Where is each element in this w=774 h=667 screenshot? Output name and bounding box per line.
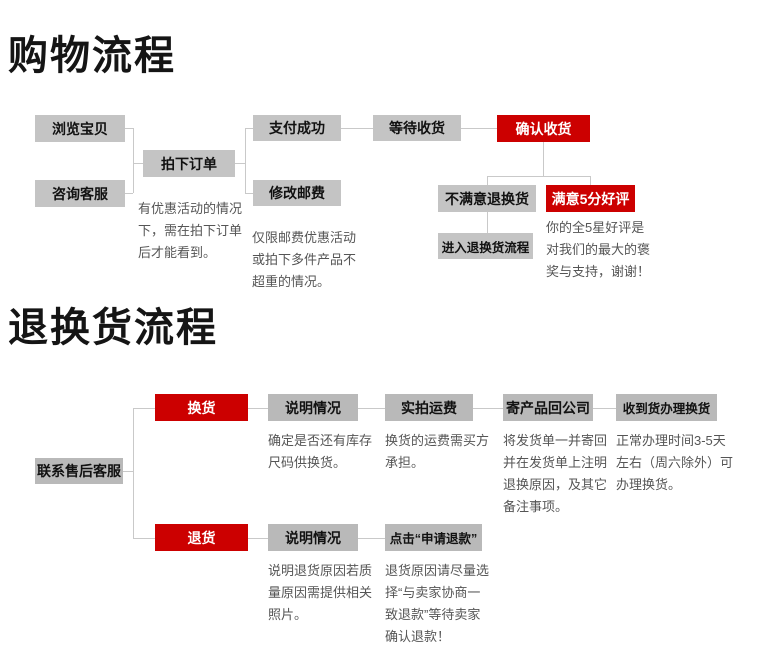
- connector-line: [590, 176, 591, 185]
- node-send-product-back: 寄产品回公司: [503, 394, 593, 421]
- shopping-flow-title: 购物流程: [8, 34, 176, 78]
- connector-line: [245, 193, 253, 194]
- connector-line: [245, 128, 246, 193]
- connector-line: [133, 538, 155, 539]
- node-consult-service: 咨询客服: [35, 180, 125, 207]
- node-confirm-receipt: 确认收货: [497, 115, 590, 142]
- node-click-apply-refund: 点击“申请退款”: [385, 524, 482, 551]
- node-return: 退货: [155, 524, 248, 551]
- connector-line: [461, 128, 497, 129]
- note-place-order: 有优惠活动的情况 下，需在拍下订单 后才能看到。: [138, 201, 243, 260]
- connector-line: [133, 163, 143, 164]
- note-explain-return: 说明退货原因若质 量原因需提供相关 照片。: [268, 563, 373, 622]
- connector-line: [358, 408, 385, 409]
- connector-line: [133, 408, 155, 409]
- connector-line: [125, 193, 133, 194]
- note-shipping-fee: 换货的运费需买方 承担。: [385, 433, 490, 470]
- connector-line: [248, 538, 268, 539]
- connector-line: [543, 142, 544, 176]
- note-process-exchange: 正常办理时间3-5天 左右（周六除外）可 办理换货。: [616, 433, 734, 492]
- node-actual-shipping-fee: 实拍运费: [385, 394, 473, 421]
- connector-line: [235, 163, 245, 164]
- note-explain-exchange: 确定是否还有库存 尺码供换货。: [268, 433, 373, 470]
- return-flow-title: 退换货流程: [8, 306, 218, 350]
- connector-line: [245, 128, 253, 129]
- connector-line: [125, 128, 133, 129]
- connector-line: [341, 128, 373, 129]
- node-enter-return-flow: 进入退换货流程: [438, 233, 533, 259]
- node-receive-process-exchange: 收到货办理换货: [616, 394, 717, 421]
- connector-line: [248, 408, 268, 409]
- node-payment-success: 支付成功: [253, 115, 341, 141]
- connector-line: [473, 408, 503, 409]
- node-browse-items: 浏览宝贝: [35, 115, 125, 142]
- connector-line: [133, 408, 134, 538]
- node-explain-situation-exchange: 说明情况: [268, 394, 358, 421]
- node-place-order: 拍下订单: [143, 150, 235, 177]
- node-exchange: 换货: [155, 394, 248, 421]
- note-send-back: 将发货单一并寄回 并在发货单上注明 退换原因，及其它 备注事项。: [503, 433, 608, 514]
- node-wait-delivery: 等待收货: [373, 115, 461, 141]
- node-explain-situation-return: 说明情况: [268, 524, 358, 551]
- note-satisfied-review: 你的全5星好评是 对我们的最大的褒 奖与支持，谢谢！: [546, 220, 651, 279]
- node-unsatisfied-return: 不满意退换货: [438, 185, 536, 212]
- note-modify-postage: 仅限邮费优惠活动 或拍下多件产品不 超重的情况。: [252, 230, 357, 289]
- connector-line: [487, 176, 488, 185]
- node-modify-postage: 修改邮费: [253, 180, 341, 206]
- node-satisfied-5star-review: 满意5分好评: [546, 185, 635, 212]
- connector-line: [487, 176, 591, 177]
- connector-line: [487, 212, 488, 233]
- connector-line: [133, 128, 134, 193]
- connector-line: [593, 408, 616, 409]
- note-click-apply-refund: 退货原因请尽量选 择“与卖家协商一 致退款”等待卖家 确认退款！: [385, 563, 490, 644]
- connector-line: [358, 538, 385, 539]
- connector-line: [123, 471, 133, 472]
- node-contact-aftersales: 联系售后客服: [35, 458, 123, 484]
